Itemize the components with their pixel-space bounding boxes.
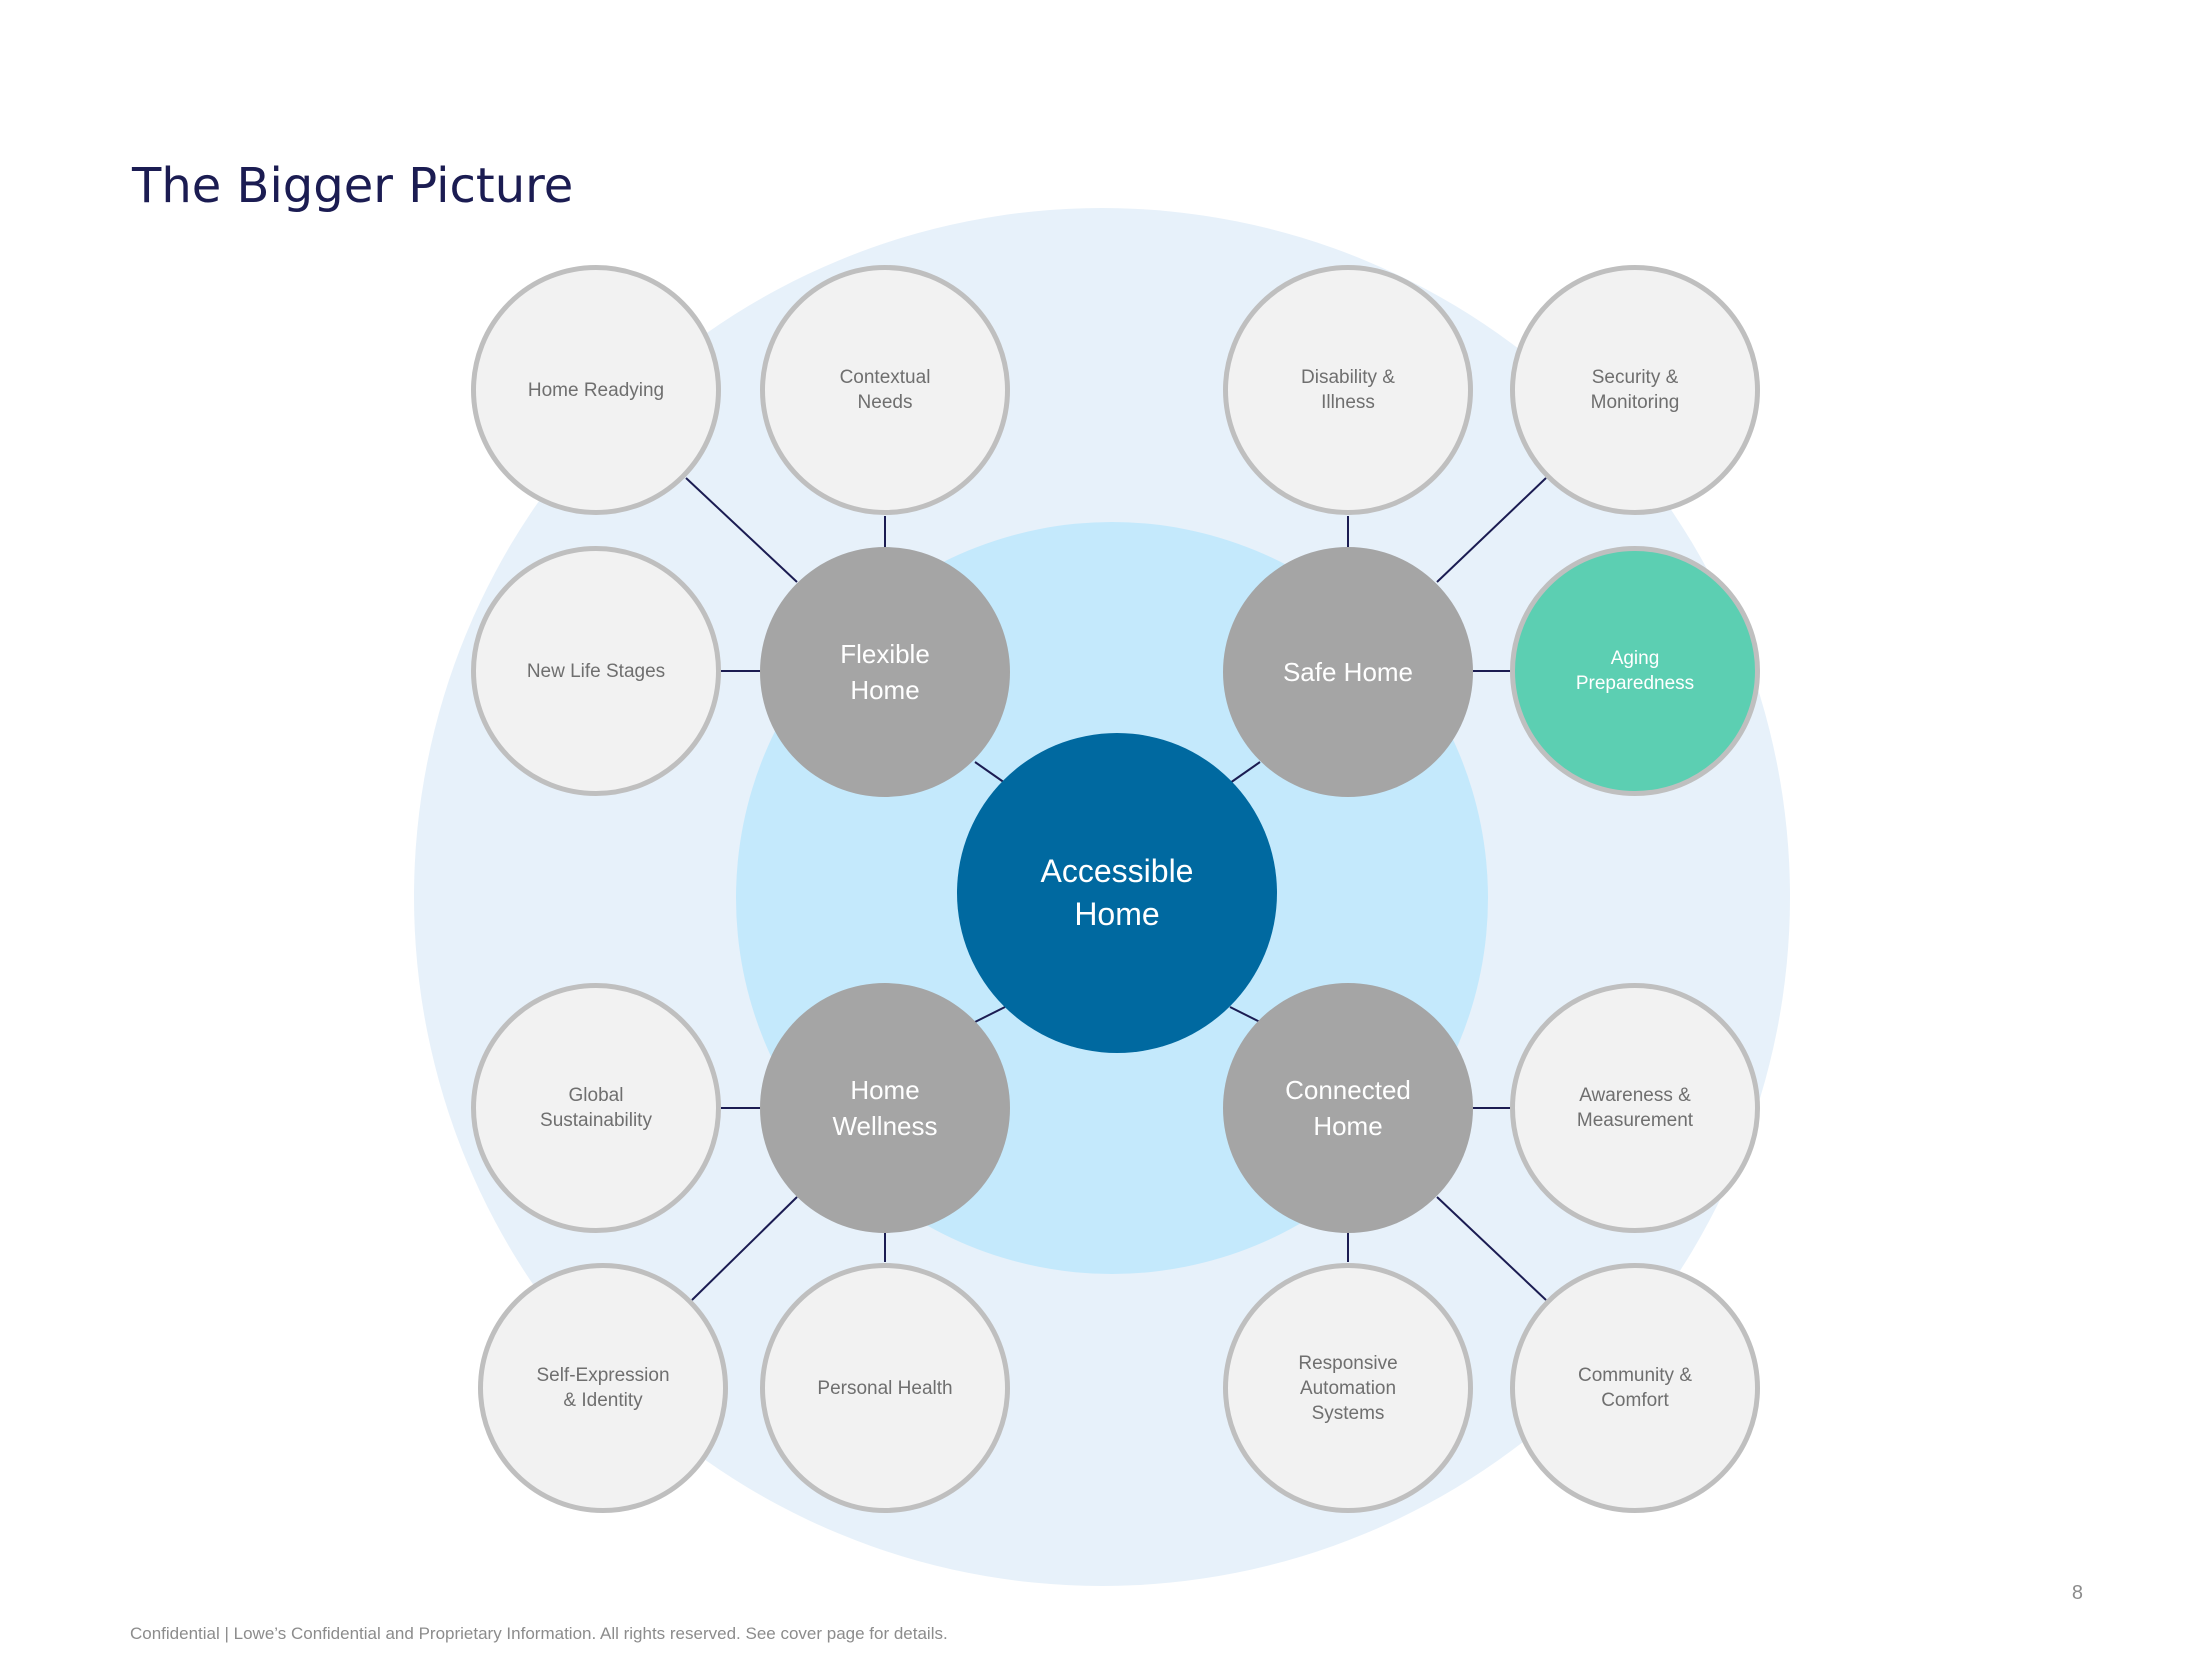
connector-line xyxy=(691,1196,798,1301)
leaf-node-self-expression-identity[interactable]: Self-Expression & Identity xyxy=(478,1263,728,1513)
page-number: 8 xyxy=(2071,1582,2083,1604)
connector-line xyxy=(974,1006,1006,1023)
leaf-node-label: Global Sustainability xyxy=(540,1085,652,1131)
leaf-node-label: Disability & Illness xyxy=(1301,367,1395,413)
leaf-node-label: Contextual Needs xyxy=(839,367,931,413)
leaf-node-contextual-needs[interactable]: Contextual Needs xyxy=(760,265,1010,515)
hub-node-flexible-home[interactable]: Flexible Home xyxy=(760,547,1010,797)
leaf-node-security-monitoring[interactable]: Security & Monitoring xyxy=(1510,265,1760,515)
leaf-node-disability-illness[interactable]: Disability & Illness xyxy=(1223,265,1473,515)
hub-node-label: Flexible Home xyxy=(840,639,930,705)
hub-node-label: Home Wellness xyxy=(832,1075,938,1141)
leaf-node-new-life-stages[interactable]: New Life Stages xyxy=(471,546,721,796)
center-node-accessible-home[interactable]: Accessible Home xyxy=(957,733,1277,1053)
leaf-node-label: Awareness & Measurement xyxy=(1576,1085,1694,1131)
leaf-node-label: Self-Expression & Identity xyxy=(536,1365,670,1411)
hub-node-home-wellness[interactable]: Home Wellness xyxy=(760,983,1010,1233)
leaf-node-aging-preparedness[interactable]: Aging Preparedness xyxy=(1510,546,1760,796)
connector-line xyxy=(685,477,798,583)
connector-line xyxy=(1229,1006,1261,1023)
center-node-label: Accessible Home xyxy=(1040,853,1194,932)
leaf-node-label: Personal Health xyxy=(817,1377,953,1399)
leaf-node-awareness-measurement[interactable]: Awareness & Measurement xyxy=(1510,983,1760,1233)
hub-node-safe-home[interactable]: Safe Home xyxy=(1223,547,1473,797)
leaf-node-label: Responsive Automation Systems xyxy=(1298,1352,1398,1424)
footer-disclaimer: Confidential | Lowe’s Confidential and P… xyxy=(130,1624,948,1643)
hub-node-label: Connected Home xyxy=(1285,1075,1411,1141)
hub-node-label: Safe Home xyxy=(1282,657,1414,687)
leaf-node-global-sustainability[interactable]: Global Sustainability xyxy=(471,983,721,1233)
connector-line xyxy=(1436,1196,1547,1301)
page-title: The Bigger Picture xyxy=(132,158,574,214)
leaf-node-label: Aging Preparedness xyxy=(1575,648,1695,694)
leaf-node-label: Community & Comfort xyxy=(1577,1365,1693,1411)
connector-line xyxy=(974,761,1006,784)
leaf-node-home-readying[interactable]: Home Readying xyxy=(471,265,721,515)
leaf-node-label: Home Readying xyxy=(527,379,665,401)
hub-node-connected-home[interactable]: Connected Home xyxy=(1223,983,1473,1233)
connector-line xyxy=(1436,477,1547,583)
leaf-node-label: Security & Monitoring xyxy=(1590,367,1680,413)
leaf-node-personal-health[interactable]: Personal Health xyxy=(760,1263,1010,1513)
connector-line xyxy=(1229,761,1261,784)
leaf-node-community-comfort[interactable]: Community & Comfort xyxy=(1510,1263,1760,1513)
leaf-node-label: New Life Stages xyxy=(526,660,666,682)
leaf-node-responsive-automation-systems[interactable]: Responsive Automation Systems xyxy=(1223,1263,1473,1513)
